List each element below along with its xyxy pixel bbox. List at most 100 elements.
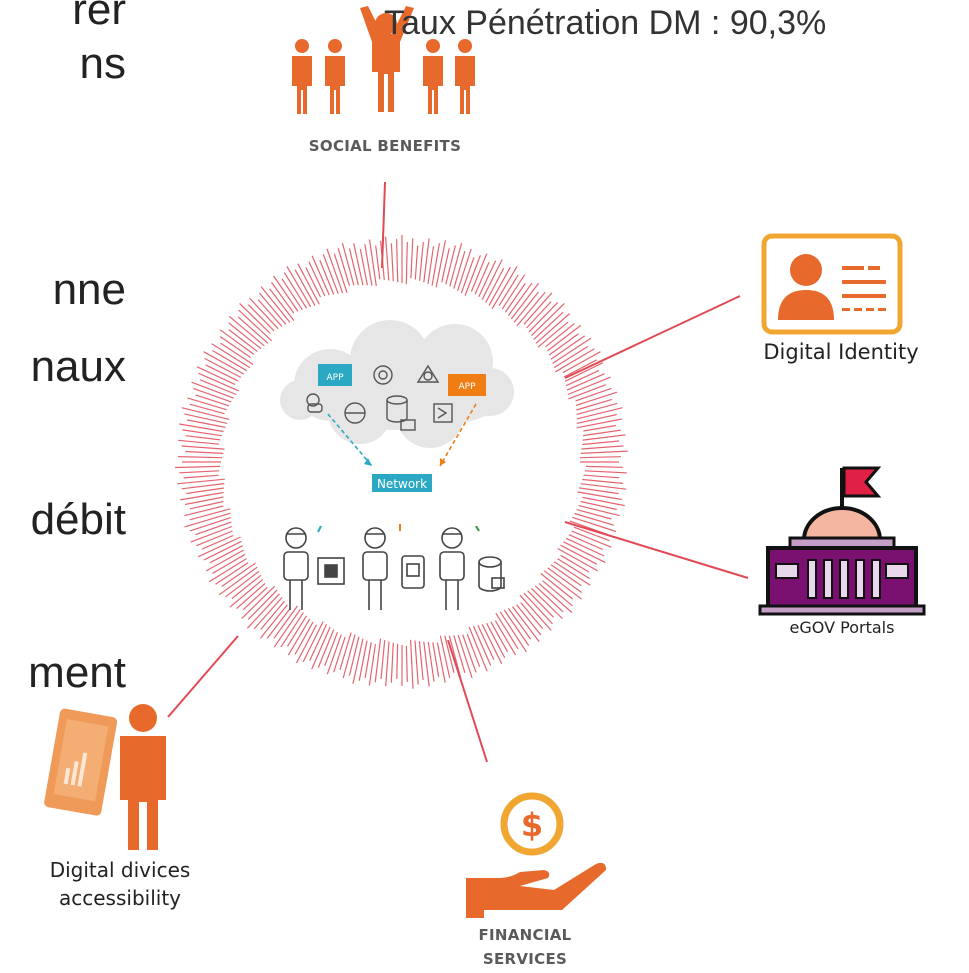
ring-stroke xyxy=(196,530,233,547)
ring-stroke xyxy=(523,292,553,325)
ring-stroke xyxy=(260,604,288,639)
ring-stroke xyxy=(510,282,540,320)
ring-stroke xyxy=(418,641,424,681)
ring-stroke xyxy=(577,491,622,501)
ring-stroke xyxy=(516,604,542,636)
ring-stroke xyxy=(181,407,230,420)
arrow-to-network-left xyxy=(327,413,373,467)
ring-stroke xyxy=(552,337,592,364)
ring-stroke xyxy=(249,297,279,330)
ring-stroke xyxy=(575,387,612,402)
ring-stroke xyxy=(427,642,435,682)
ring-stroke xyxy=(519,594,552,631)
ring-stroke xyxy=(550,564,582,587)
ring-stroke xyxy=(220,342,254,366)
slide-text-fragment-6: ment xyxy=(28,648,126,697)
ring-stroke xyxy=(555,348,595,373)
workers-with-devices xyxy=(283,527,505,610)
ring-stroke xyxy=(187,397,227,411)
slide-text-fragment-1: rer xyxy=(72,0,126,34)
phone-icon xyxy=(44,708,118,816)
ring-stroke xyxy=(177,478,225,485)
ring-stroke xyxy=(431,243,440,286)
ring-stroke xyxy=(341,242,355,286)
ring-stroke xyxy=(178,456,223,459)
digital-identity-label: Digital Identity xyxy=(763,340,919,364)
ring-stroke xyxy=(231,574,262,599)
ring-stroke xyxy=(565,537,605,557)
ring-stroke xyxy=(580,500,617,511)
financial-services-label-2: SERVICES xyxy=(482,950,568,968)
ring-stroke xyxy=(583,429,621,437)
ring-stroke xyxy=(195,521,232,536)
ring-stroke xyxy=(481,624,503,664)
ring-stroke xyxy=(184,413,228,424)
ring-stroke xyxy=(560,554,590,573)
ring-stroke xyxy=(445,245,456,285)
ring-stroke xyxy=(385,641,390,687)
ring-stroke xyxy=(453,635,466,673)
ring-stroke xyxy=(580,450,628,454)
arrow-head-left xyxy=(364,458,372,466)
ring-stroke xyxy=(184,496,224,506)
ring-stroke xyxy=(504,283,526,313)
ring-stroke xyxy=(253,597,283,630)
ring-stroke xyxy=(553,345,589,369)
ring-stroke xyxy=(191,381,234,399)
ring-stroke xyxy=(308,261,326,297)
ring-stroke xyxy=(212,553,246,575)
ring-stroke xyxy=(436,642,446,683)
ring-stroke xyxy=(462,634,477,673)
ring-stroke xyxy=(432,642,440,678)
ring-stroke xyxy=(562,351,601,374)
ring-stroke xyxy=(204,357,242,378)
ring-stroke xyxy=(576,398,613,411)
ring-stroke xyxy=(273,275,299,312)
ring-stroke xyxy=(441,248,450,283)
ring-stroke xyxy=(283,272,308,309)
ring-stroke xyxy=(410,639,414,689)
ring-stroke xyxy=(269,288,295,321)
government-building-icon xyxy=(758,466,926,616)
ring-stroke xyxy=(185,450,224,454)
ring-stroke xyxy=(578,505,620,517)
ring-stroke xyxy=(228,329,258,352)
ring-stroke xyxy=(203,351,245,375)
ring-stroke xyxy=(550,335,586,360)
coin-in-hand-icon: $ xyxy=(466,792,606,918)
person-icon-2 xyxy=(325,39,345,114)
ring-stroke xyxy=(294,621,314,655)
ring-stroke xyxy=(481,259,503,300)
ring-stroke xyxy=(324,631,339,667)
ring-stroke xyxy=(221,562,256,587)
ring-stroke xyxy=(576,509,612,520)
ring-stroke xyxy=(184,512,231,528)
ring-stroke xyxy=(494,620,517,656)
ring-stroke xyxy=(563,359,598,378)
ring-stroke xyxy=(582,478,624,484)
ring-stroke xyxy=(571,530,612,548)
ring-stroke xyxy=(396,643,399,679)
ring-stroke xyxy=(485,267,505,303)
ring-stroke xyxy=(576,418,622,429)
ring-stroke xyxy=(311,255,330,296)
ring-stroke xyxy=(186,419,226,428)
ring-stroke xyxy=(566,373,605,391)
ring-stroke xyxy=(507,282,533,316)
ring-stroke xyxy=(197,536,241,558)
ring-stroke xyxy=(414,245,419,280)
ring-stroke xyxy=(583,474,620,479)
ring-stroke xyxy=(326,634,342,675)
ring-stroke xyxy=(396,239,399,283)
ring-stroke xyxy=(280,612,304,648)
ring-stroke xyxy=(579,487,619,495)
ring-stroke xyxy=(305,267,322,298)
ring-stroke xyxy=(364,642,372,679)
ring-stroke xyxy=(531,587,563,619)
slide-text-fragment-3: nne xyxy=(52,265,126,314)
network-box: Network xyxy=(372,474,432,492)
ring-stroke xyxy=(568,384,607,400)
ring-stroke xyxy=(439,635,451,678)
ring-stroke xyxy=(528,301,559,333)
